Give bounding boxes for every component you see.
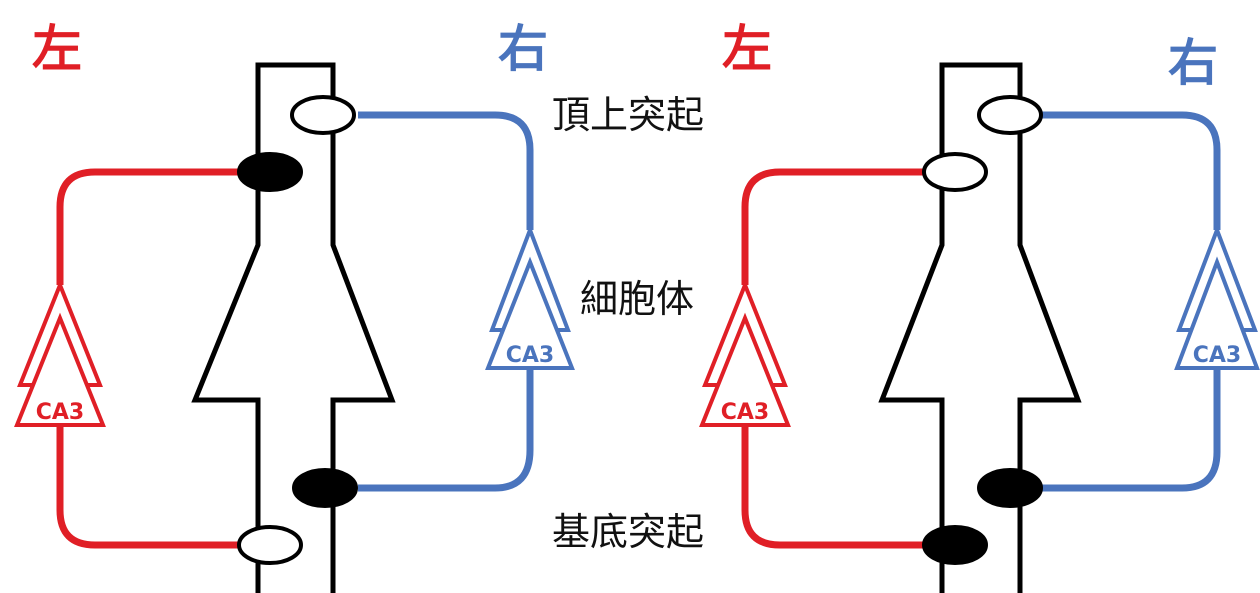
synapse-left-basal-2 — [922, 525, 988, 565]
right-label-2: 右 — [1168, 34, 1218, 92]
synapse-left-apical — [237, 152, 303, 192]
synapse-left-apical-2 — [922, 152, 988, 192]
left-ca3-label-2: CA3 — [721, 400, 769, 425]
panel-1: CA3 CA3 — [14, 62, 575, 593]
basal-dendrite-label: 基底突起 — [552, 510, 704, 554]
synapse-right-apical — [290, 95, 356, 135]
left-label-2: 左 — [722, 20, 772, 78]
synapse-left-basal — [237, 525, 303, 565]
pyramidal-neuron — [191, 62, 396, 593]
left-ca3-pathway-2 — [741, 168, 942, 549]
right-label-1: 右 — [498, 20, 548, 78]
left-ca3-neuron-2: CA3 — [699, 279, 791, 427]
right-ca3-label: CA3 — [506, 343, 554, 368]
left-label-1: 左 — [32, 20, 82, 78]
right-ca3-neuron: CA3 — [485, 224, 575, 370]
synapse-right-basal — [292, 468, 358, 508]
apical-dendrite-label: 頂上突起 — [552, 93, 704, 137]
left-ca3-pathway — [56, 168, 258, 549]
synapse-right-apical-2 — [977, 95, 1043, 135]
left-ca3-neuron: CA3 — [14, 279, 106, 427]
left-ca3-label: CA3 — [36, 400, 84, 425]
soma-label: 細胞体 — [580, 277, 694, 321]
right-ca3-neuron-2: CA3 — [1174, 224, 1260, 370]
synapse-right-basal-2 — [977, 468, 1043, 508]
panel-2: CA3 CA3 — [699, 62, 1260, 593]
pyramidal-neuron-2 — [878, 62, 1082, 593]
right-ca3-pathway — [358, 111, 534, 492]
right-ca3-label-2: CA3 — [1193, 343, 1241, 368]
right-ca3-pathway-2 — [1042, 111, 1221, 492]
